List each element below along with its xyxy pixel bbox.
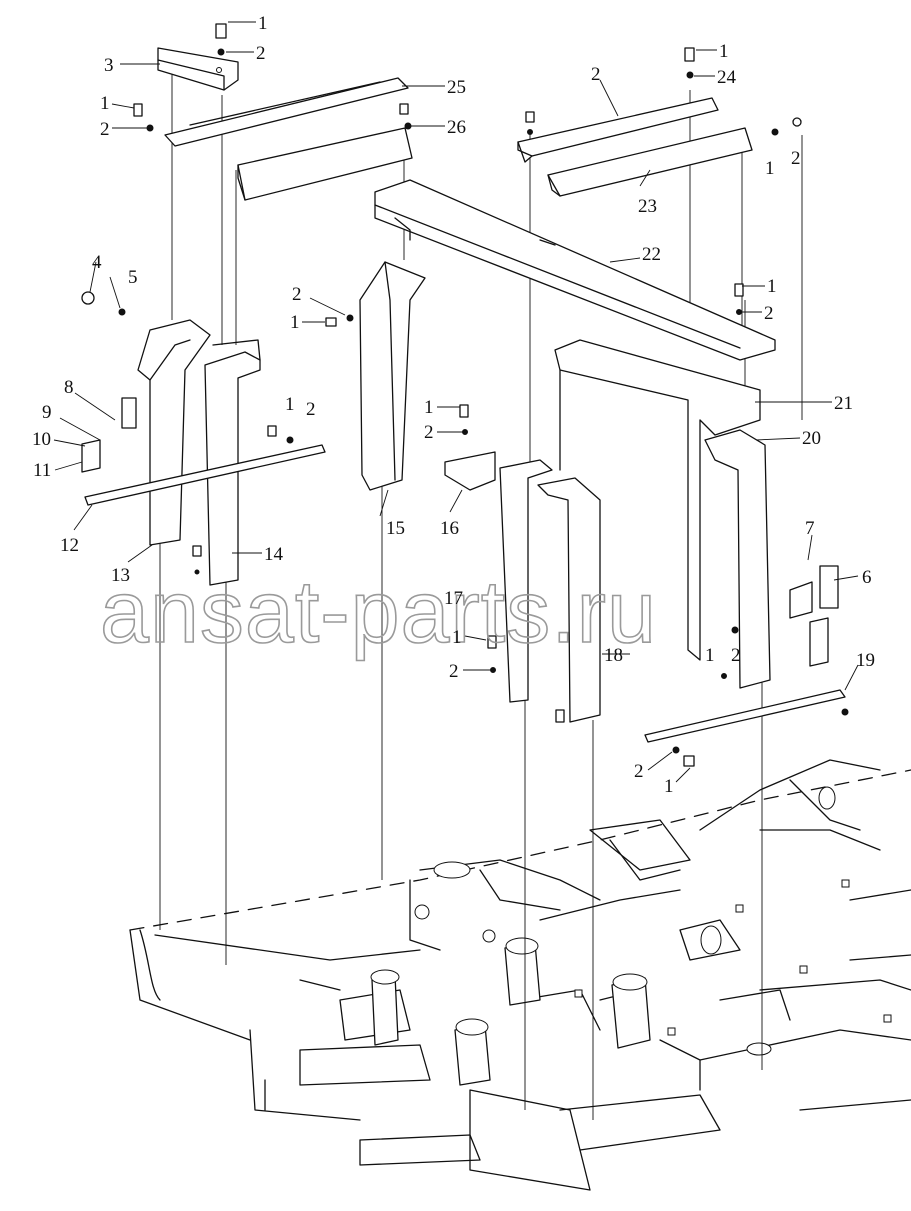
callout-c7: 14 [264,544,284,565]
part-19-rail [644,689,846,743]
callout-c3: 3 [104,55,114,76]
callout-c2b: 2 [100,119,110,140]
callout-c1g: 11 [33,460,51,481]
part-25-rail [164,77,409,147]
part-26-plate [237,127,413,201]
callout-c2f: 1 [767,276,777,297]
part-11-plate [809,617,829,667]
part-12-rail [84,444,326,506]
callout-c1c: 1 [719,41,729,62]
part-21-frame [554,339,761,661]
callout-c22: 23 [638,196,657,217]
callout-c18: 1 [452,627,462,648]
callout-c9: 8 [64,377,74,398]
callout-c2j: 1 [705,645,715,666]
callout-c4: 22 [642,244,661,265]
part-20-column [704,429,771,689]
callout-c1h: 2 [306,399,316,420]
part-16-bracket [444,451,496,491]
callout-c15: 12 [60,535,79,556]
callout-labels: 1 2 3 1 2 25 26 1 2 24 2 1 23 22 4 5 2 1… [32,13,875,797]
callout-c10: 9 [42,402,52,423]
callout-c1d: 2 [791,148,801,169]
part-6-pad [819,565,839,609]
callout-c1b: 1 [100,93,110,114]
callout-c1i: 17 [444,588,463,609]
callout-c6: 7 [805,518,815,539]
callout-c1j: 18 [604,645,623,666]
callout-c25: 25 [447,77,466,98]
callout-c1e: 2 [292,284,302,305]
callout-c26: 26 [447,117,466,138]
callout-c19: 2 [449,661,459,682]
callout-c12: 20 [802,428,821,449]
callout-c14: 13 [111,565,130,586]
part-10-plate [81,439,101,473]
callout-c24: 2 [591,64,601,85]
part-22-cross-beam [374,179,776,361]
callout-c21: 2 [764,303,774,324]
callout-c23: 1 [765,158,775,179]
callout-c13: 16 [440,518,459,539]
callout-c17: 6 [862,567,872,588]
part-23-bracket [547,127,753,197]
callout-c2d: 24 [717,67,737,88]
watermark: ansat-parts.ru [100,562,657,661]
base-frame [129,759,911,1191]
leader-lines [53,21,859,783]
callout-c1a: 1 [258,13,268,34]
callout-c8: 21 [834,393,853,414]
callout-c11: 10 [32,429,51,450]
part-18-column [537,477,601,723]
part-13-column [137,319,211,546]
fasteners [81,23,849,767]
callout-c5: 4 [92,252,102,273]
callout-c1k-2: 1 [664,776,674,797]
part-17-column [499,459,553,703]
callout-c2a: 2 [256,43,266,64]
callout-c2e: 5 [128,267,138,288]
callout-c1k: 2 [634,761,644,782]
callout-c20: 2 [424,422,434,443]
part-24-bracket [517,97,719,163]
callout-c2i: 2 [731,645,741,666]
callout-c16: 15 [386,518,405,539]
callout-c2k: 19 [856,650,875,671]
part-8-pad [121,397,137,429]
callout-c2h: 1 [424,397,434,418]
part-3-bracket [157,47,239,91]
callout-c1f: 1 [290,312,300,333]
callout-c2g: 1 [285,394,295,415]
part-7-plate [789,581,813,619]
